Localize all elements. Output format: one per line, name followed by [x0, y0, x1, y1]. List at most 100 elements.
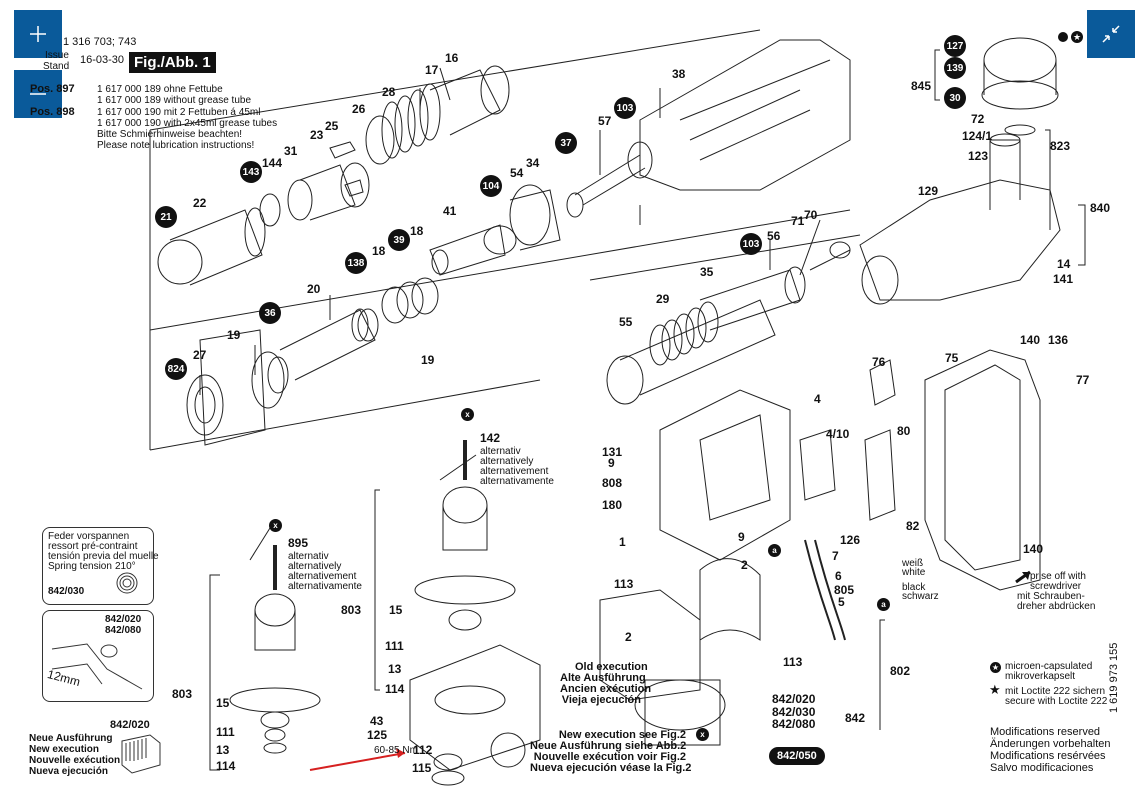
pos-897-line-1: 1 617 000 189 ohne Fettube	[97, 84, 223, 95]
spring-part: 842/030	[48, 586, 85, 597]
badge-103a: 103	[614, 97, 636, 119]
badge-21: 21	[155, 206, 177, 228]
alternative-895-line-1: alternativ	[288, 551, 329, 562]
legend-microencap-en: microen-capsulated	[1005, 661, 1093, 672]
document-number: 1 619 973 155	[1108, 642, 1120, 713]
part-label-35: 35	[700, 265, 714, 279]
new-exec-part: 842/020	[110, 719, 150, 731]
issue-label: Issue	[45, 50, 69, 61]
part-label-4-10: 4/10	[826, 427, 850, 441]
badge-127: 127	[944, 35, 966, 57]
new-exec-see-fig-es: Nueva ejecución véase la Fig.2	[530, 762, 692, 774]
pos-898-label: Pos. 898	[30, 106, 75, 118]
part-label-56: 56	[767, 229, 781, 243]
loctite-star-icon: ★	[989, 682, 1001, 697]
torque-spec: 60-85 Nm	[374, 745, 418, 756]
part-label-22: 22	[193, 196, 207, 210]
badge-a: a	[877, 598, 890, 611]
fit-to-screen-button[interactable]	[1087, 10, 1135, 58]
part-label-20: 20	[307, 282, 321, 296]
frame-line	[149, 379, 541, 451]
part-label-129: 129	[918, 184, 939, 198]
collapse-arrows-icon	[1102, 25, 1120, 43]
part-label-842-080: 842/080	[772, 717, 816, 731]
part-label-14: 14	[1057, 257, 1071, 271]
spring-coil-icon	[116, 572, 138, 594]
red-arrow-indicator	[309, 752, 406, 771]
part-label-28: 28	[382, 85, 396, 99]
part-label-57: 57	[598, 114, 612, 128]
brush-new-illustration	[121, 734, 161, 774]
part-label-131: 131	[602, 445, 623, 459]
part-number: 1 316 703; 743	[63, 36, 137, 48]
part-label-26: 26	[352, 102, 366, 116]
part-label-15a: 15	[216, 696, 230, 710]
badge-39: 39	[388, 229, 410, 251]
new-execution-en: New execution	[29, 744, 100, 755]
part-label-840: 840	[1090, 201, 1111, 215]
old-execution-es: Vieja ejecución	[561, 694, 641, 706]
part-label-113a: 113	[614, 577, 634, 591]
microencapsulated-star-icon: ★	[1071, 31, 1083, 43]
legend-loctite-de: mit Loctite 222 sichern	[1005, 686, 1106, 697]
prise-note-line-1: prise off with	[1030, 571, 1086, 582]
alternative-142-line-4: alternativamente	[480, 476, 554, 487]
part-label-75: 75	[945, 351, 959, 365]
part-label-842-020: 842/020	[772, 692, 816, 706]
modifications-de: Änderungen vorbehalten	[990, 738, 1111, 750]
part-label-76: 76	[872, 355, 886, 369]
new-exec-see-fig-fr: Nouvelle exécution voir Fig.2	[533, 751, 686, 763]
part-label-2a: 2	[741, 558, 748, 572]
part-label-41: 41	[443, 204, 457, 218]
part-label-19b: 19	[421, 353, 435, 367]
zoom-out-button[interactable]	[14, 70, 62, 118]
pos-898-line-1: 1 617 000 190 mit 2 Fettuben á 45ml	[97, 107, 261, 118]
part-label-141: 141	[1053, 272, 1074, 286]
plus-icon	[30, 26, 46, 42]
part-label-1: 1	[619, 535, 626, 549]
part-label-136: 136	[1048, 333, 1069, 347]
wire-white-en: white	[902, 567, 926, 578]
brush-part-1: 842/020	[105, 614, 142, 625]
part-label-144: 144	[262, 156, 283, 170]
new-exec-see-fig-de: Neue Ausführung siehe Abb.2	[530, 740, 687, 752]
part-label-140b: 140	[1023, 542, 1044, 556]
part-label-23: 23	[310, 128, 324, 142]
microencapsulated-icon: ★	[990, 662, 1001, 673]
stand-label: Stand	[43, 61, 70, 72]
part-label-13a: 13	[216, 743, 230, 757]
wire-black-de: schwarz	[902, 591, 939, 602]
part-label-895: 895	[288, 536, 309, 550]
lubrication-note-de: Bitte Schmierhinweise beachten!	[97, 129, 243, 140]
part-label-124-1: 124/1	[962, 129, 993, 143]
part-label-111a: 111	[216, 725, 235, 739]
alternative-895-line-3: alternativement	[288, 571, 357, 582]
hex-socket-icon	[1058, 32, 1068, 42]
part-label-18a: 18	[372, 244, 386, 258]
part-label-112: 112	[413, 743, 433, 757]
spring-line-4: Spring tension	[48, 561, 112, 572]
figure-title: Fig./Abb. 1	[129, 52, 216, 73]
part-label-72: 72	[971, 112, 985, 126]
part-label-126: 126	[840, 533, 861, 547]
part-label-2b: 2	[625, 630, 632, 644]
minus-icon	[30, 93, 46, 95]
pos-897-label: Pos. 897	[30, 83, 75, 95]
part-label-123: 123	[968, 149, 989, 163]
prise-note-line-3: mit Schrauben-	[1017, 591, 1085, 602]
wire-black-en: black	[902, 582, 926, 593]
part-label-5: 5	[838, 595, 845, 609]
part-label-29: 29	[656, 292, 670, 306]
badge-x: x	[696, 728, 709, 741]
part-label-180: 180	[602, 498, 623, 512]
part-label-803a: 803	[172, 687, 193, 701]
part-label-18b: 18	[410, 224, 424, 238]
zoom-in-button[interactable]	[14, 10, 62, 58]
badge-x: x	[461, 408, 474, 421]
part-label-6: 6	[835, 569, 842, 583]
old-execution-fr: Ancien exécution	[560, 683, 652, 695]
badge-138: 138	[345, 252, 367, 274]
part-label-16: 16	[445, 51, 459, 65]
brush-callout: 842/020 842/080 12mm	[42, 610, 154, 702]
part-label-9a: 9	[608, 456, 615, 470]
